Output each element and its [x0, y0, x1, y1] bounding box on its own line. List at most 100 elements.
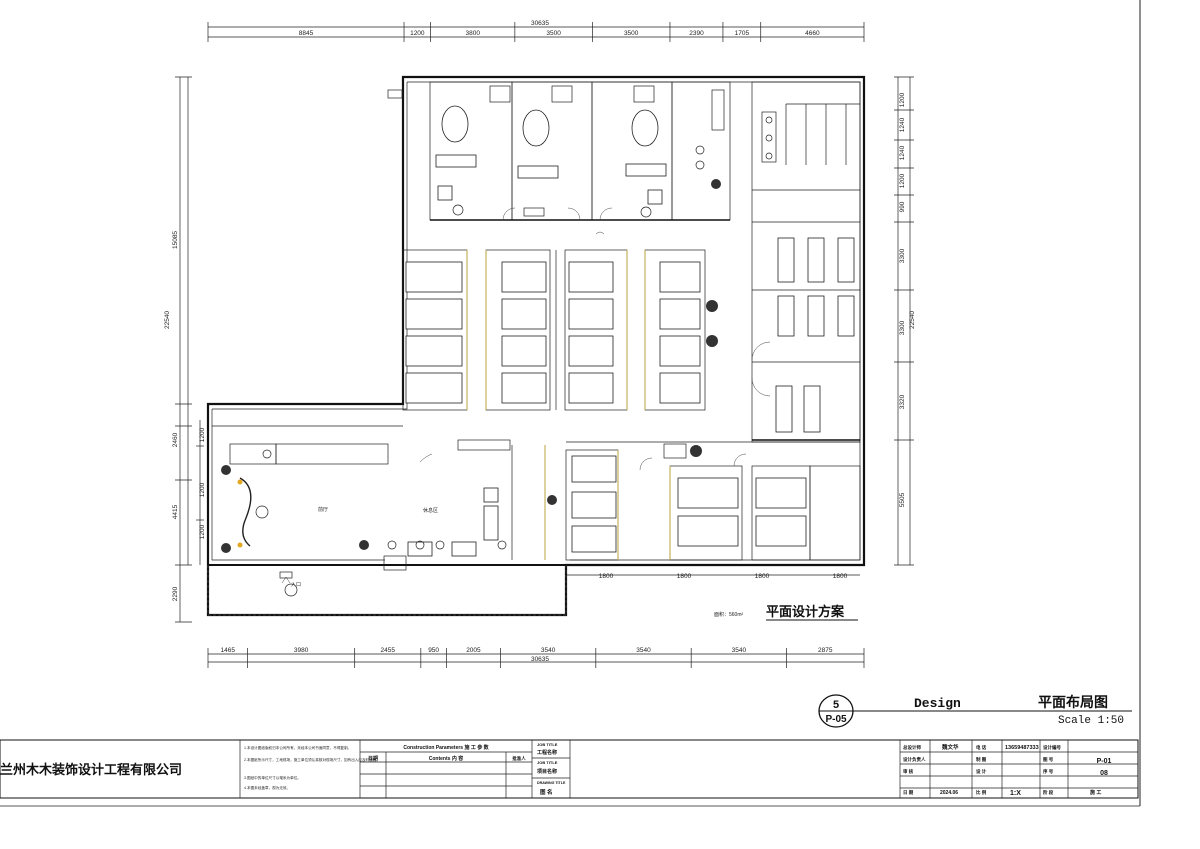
bottom-dim-label: 950	[428, 647, 439, 654]
massage-bed	[568, 372, 614, 404]
massage-bed	[405, 372, 463, 404]
massage-bed	[777, 295, 795, 337]
massage-bed	[571, 491, 617, 519]
svg-text:图 号: 图 号	[1043, 756, 1054, 763]
massage-bed	[807, 295, 825, 337]
svg-text:DRAWING TITLE: DRAWING TITLE	[537, 781, 566, 785]
sheet-scale: Scale 1:50	[1058, 715, 1124, 727]
massage-bed	[775, 385, 793, 433]
svg-text:990: 990	[899, 201, 906, 212]
massage-bed	[501, 372, 547, 404]
massage-bed	[571, 455, 617, 483]
massage-bed	[677, 515, 739, 547]
svg-text:2.本图纸所示尺寸，工地现场，施工单位须认真核对现场尺寸，如: 2.本图纸所示尺寸，工地现场，施工单位须认真核对现场尺寸，如有出入应及时通知。	[244, 757, 380, 762]
svg-text:制 图: 制 图	[976, 756, 987, 763]
right-dimensions: 1200 1240 1240 1200 990 3300 3300 3320 2…	[894, 76, 916, 566]
svg-text:项目名称: 项目名称	[537, 768, 557, 775]
massage-bed	[755, 515, 807, 547]
svg-text:1200: 1200	[899, 173, 906, 188]
svg-text:22540: 22540	[164, 311, 171, 329]
svg-text:P-01: P-01	[1097, 758, 1112, 765]
right-wing	[751, 81, 861, 443]
svg-text:3.图纸中的单位尺寸以毫米为单位。: 3.图纸中的单位尺寸以毫米为单位。	[244, 775, 301, 780]
massage-bed	[755, 477, 807, 509]
massage-bed	[659, 261, 701, 293]
bottom-total-dim: 30635	[531, 656, 549, 663]
bottom-dim-label: 3540	[732, 647, 747, 654]
label-entrance: 入口	[291, 582, 301, 588]
svg-text:2290: 2290	[172, 586, 179, 601]
bottom-dim-label: 3540	[636, 647, 651, 654]
svg-text:1800: 1800	[677, 573, 692, 580]
svg-text:Contents 内 容: Contents 内 容	[429, 755, 463, 762]
svg-text:1.本设计图纸版权归本公司所有，未经本公司书面同意，不得复制: 1.本设计图纸版权归本公司所有，未经本公司书面同意，不得复制。	[244, 745, 351, 750]
svg-text:阶 段: 阶 段	[1043, 789, 1054, 796]
label-lounge: 休息区	[423, 507, 438, 514]
left-dimensions: 15085 22540 2460 4415 2290 1200 1200 120…	[164, 76, 206, 623]
massage-bed	[568, 261, 614, 293]
svg-text:施 工: 施 工	[1089, 789, 1101, 796]
massage-bed	[568, 298, 614, 330]
sheet-callout: 5 P-05 Design 平面布局图 Scale 1:50	[818, 694, 1132, 728]
design-label: Design	[914, 696, 961, 711]
bottom-dim-label: 2455	[381, 647, 396, 654]
svg-text:15085: 15085	[172, 231, 179, 249]
lobby-area	[212, 425, 557, 597]
callout-number: 5	[833, 699, 839, 711]
svg-text:1200: 1200	[899, 92, 906, 107]
bottom-dim-label: 2875	[818, 647, 833, 654]
svg-text:2460: 2460	[172, 432, 179, 447]
massage-bed	[501, 261, 547, 293]
svg-text:图 名: 图 名	[540, 788, 553, 796]
svg-text:1240: 1240	[899, 117, 906, 132]
svg-text:JOB TITLE: JOB TITLE	[537, 742, 558, 747]
svg-text:设计负责人: 设计负责人	[903, 756, 926, 763]
svg-text:Construction Parameters 施 工 参: Construction Parameters 施 工 参 数	[403, 744, 489, 751]
svg-text:4415: 4415	[172, 504, 179, 519]
massage-bed	[405, 261, 463, 293]
top-dim-label: 1200	[410, 30, 425, 37]
massage-bed	[501, 335, 547, 367]
area-label: 面积：560m²	[714, 611, 744, 618]
top-total-dim: 30635	[531, 20, 549, 27]
svg-text:日 期: 日 期	[903, 789, 914, 796]
label-hall: 前厅	[318, 506, 328, 513]
massage-bed	[777, 237, 795, 283]
svg-text:1800: 1800	[755, 573, 770, 580]
svg-text:3300: 3300	[899, 248, 906, 263]
vip-rooms	[387, 81, 731, 221]
svg-text:1800: 1800	[599, 573, 614, 580]
callout-code: P-05	[825, 714, 847, 725]
top-dim-label: 2390	[689, 30, 704, 37]
massage-bed	[405, 298, 463, 330]
bottom-dim-label: 2005	[466, 647, 481, 654]
svg-text:设计编号: 设计编号	[1043, 744, 1061, 751]
svg-text:1:X: 1:X	[1010, 790, 1021, 797]
top-dim-label: 3800	[465, 30, 480, 37]
svg-text:22540: 22540	[909, 311, 916, 329]
svg-text:1200: 1200	[199, 482, 206, 497]
svg-text:总设计师: 总设计师	[903, 744, 921, 751]
svg-text:5505: 5505	[899, 492, 906, 507]
svg-text:4.本图未经盖章，视为无效。: 4.本图未经盖章，视为无效。	[244, 785, 290, 790]
svg-text:1800: 1800	[833, 573, 848, 580]
svg-text:审 核: 审 核	[903, 768, 914, 775]
svg-text:电 话: 电 话	[976, 744, 987, 751]
svg-text:3300: 3300	[899, 320, 906, 335]
svg-text:3320: 3320	[899, 394, 906, 409]
svg-text:1240: 1240	[899, 145, 906, 160]
svg-text:JOB TITLE: JOB TITLE	[537, 760, 558, 765]
svg-text:批准人: 批准人	[512, 755, 526, 762]
sheet-title: 平面布局图	[1038, 694, 1108, 710]
massage-bed	[803, 385, 821, 433]
massage-bed	[659, 298, 701, 330]
bottom-dim-label: 3540	[541, 647, 556, 654]
top-dim-label: 8845	[299, 30, 314, 37]
top-dim-label: 4660	[805, 30, 820, 37]
svg-text:1200: 1200	[199, 524, 206, 539]
massage-bed	[677, 477, 739, 509]
massage-bed	[659, 335, 701, 367]
svg-text:工程名称: 工程名称	[537, 749, 557, 756]
svg-text:设 计: 设 计	[976, 768, 987, 775]
